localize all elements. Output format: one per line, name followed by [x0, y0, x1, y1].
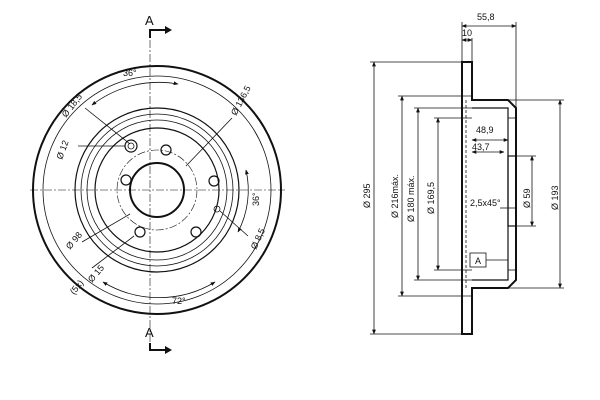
angle-arc-top	[91, 81, 179, 106]
bolt-hole	[160, 144, 172, 156]
angle-arc-bottom	[102, 281, 216, 299]
dim-angle-bottom: 72°	[172, 296, 186, 306]
dim-hat-outer: 48,9	[476, 125, 494, 135]
leader-bolt	[219, 210, 249, 237]
dim-angle-right: 36°	[251, 192, 261, 206]
dim-hub-outer-dia: Ø 193	[550, 185, 560, 210]
hat-ring-2	[86, 119, 228, 261]
dim-outer-dia: Ø 295	[362, 183, 372, 208]
hat-face-circle	[94, 127, 220, 253]
dim-hub-dia: Ø 59	[522, 188, 532, 208]
bolt-hole	[134, 226, 146, 238]
bolt-hole	[208, 175, 220, 187]
hub-bore	[507, 155, 517, 227]
dim-bolt-count: (5x)	[68, 278, 86, 296]
dim-overall-thickness: 55,8	[477, 12, 495, 22]
disc-section-outline	[461, 61, 517, 335]
dim-center-bore: Ø 98	[64, 230, 84, 251]
section-label-top: A	[145, 13, 154, 28]
section-view: 55,8 10 48,9 43,7 2,5x45° A Ø 2	[362, 12, 564, 335]
section-arrow-top	[149, 29, 165, 38]
section-label-bottom: A	[145, 325, 154, 340]
section-arrowhead-top	[165, 26, 172, 34]
dim-max-dia: Ø 216máx.	[390, 174, 400, 218]
disc-inner-ring	[42, 75, 272, 305]
dim-disc-thickness: 10	[462, 28, 472, 38]
angle-arc-right	[237, 169, 249, 233]
dim-pcd: Ø 136,5	[229, 84, 253, 117]
bolt-hole	[190, 226, 202, 238]
center-bore	[129, 162, 185, 218]
dim-chamfer: 2,5x45°	[470, 198, 501, 208]
leader-pcd	[185, 117, 233, 167]
section-arrowhead-bottom	[165, 346, 172, 354]
dim-bolt-hole: Ø 8,5	[249, 227, 267, 251]
pcd-circle	[116, 149, 198, 231]
dim-pilot-hole: Ø 12	[54, 139, 70, 161]
pilot-hole-small	[213, 205, 221, 213]
leader-hub-hole	[84, 107, 131, 145]
datum-label: A	[475, 256, 481, 266]
bolt-hole	[120, 174, 132, 186]
hat-ring-1	[80, 113, 234, 267]
pilot-hole-inner	[127, 142, 135, 150]
dim-inner-dia: Ø 169,5	[426, 182, 436, 214]
disc-outer-edge	[32, 65, 282, 315]
leader-bolt-count	[91, 235, 135, 269]
front-view: A A 36° Ø 18,5	[30, 13, 285, 354]
dim-bolt-small: Ø 15	[86, 263, 106, 284]
dim-hat-inner: 43,7	[472, 142, 490, 152]
dim-friction-dia: Ø 180 máx.	[406, 175, 416, 222]
section-arrow-bottom	[149, 343, 165, 351]
leader-bore	[81, 213, 131, 243]
dim-angle-top: 36°	[123, 68, 137, 78]
